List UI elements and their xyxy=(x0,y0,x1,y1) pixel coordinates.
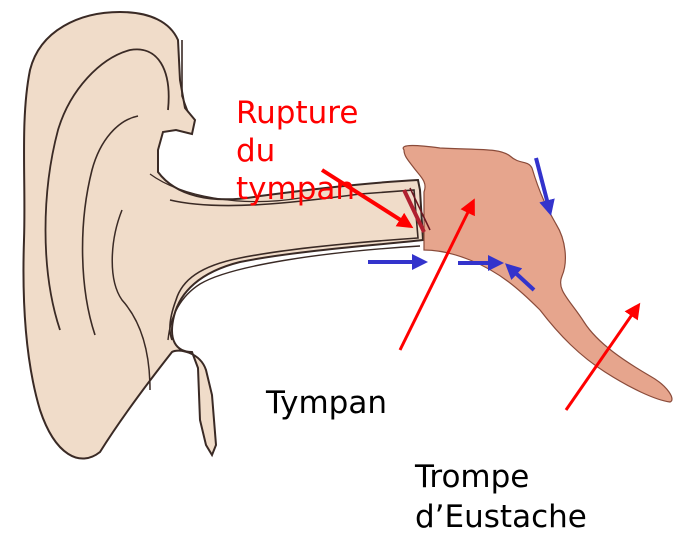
label-trompe-line-2: d’Eustache xyxy=(415,497,587,537)
middle-ear-cavity xyxy=(403,146,672,402)
label-tympan: Tympan xyxy=(266,384,387,422)
label-rupture-line-2: du xyxy=(236,132,358,170)
label-rupture-du-tympan: Rupture du tympan xyxy=(236,94,358,208)
label-trompe-deustache: Trompe d’Eustache xyxy=(415,457,587,537)
label-trompe-line-1: Trompe xyxy=(415,457,587,497)
label-rupture-line-1: Rupture xyxy=(236,94,358,132)
label-rupture-line-3: tympan xyxy=(236,170,358,208)
